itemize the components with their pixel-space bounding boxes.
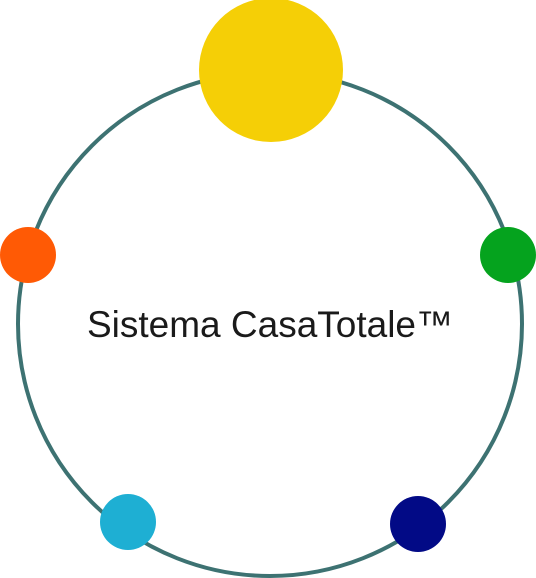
right-node-circle (480, 227, 536, 283)
center-title: Sistema CasaTotale™ (86, 304, 454, 345)
bottom-left-node-circle (100, 494, 156, 550)
bottom-right-node-circle (390, 496, 446, 552)
left-node-circle (0, 227, 56, 283)
top-node-circle (199, 0, 343, 142)
